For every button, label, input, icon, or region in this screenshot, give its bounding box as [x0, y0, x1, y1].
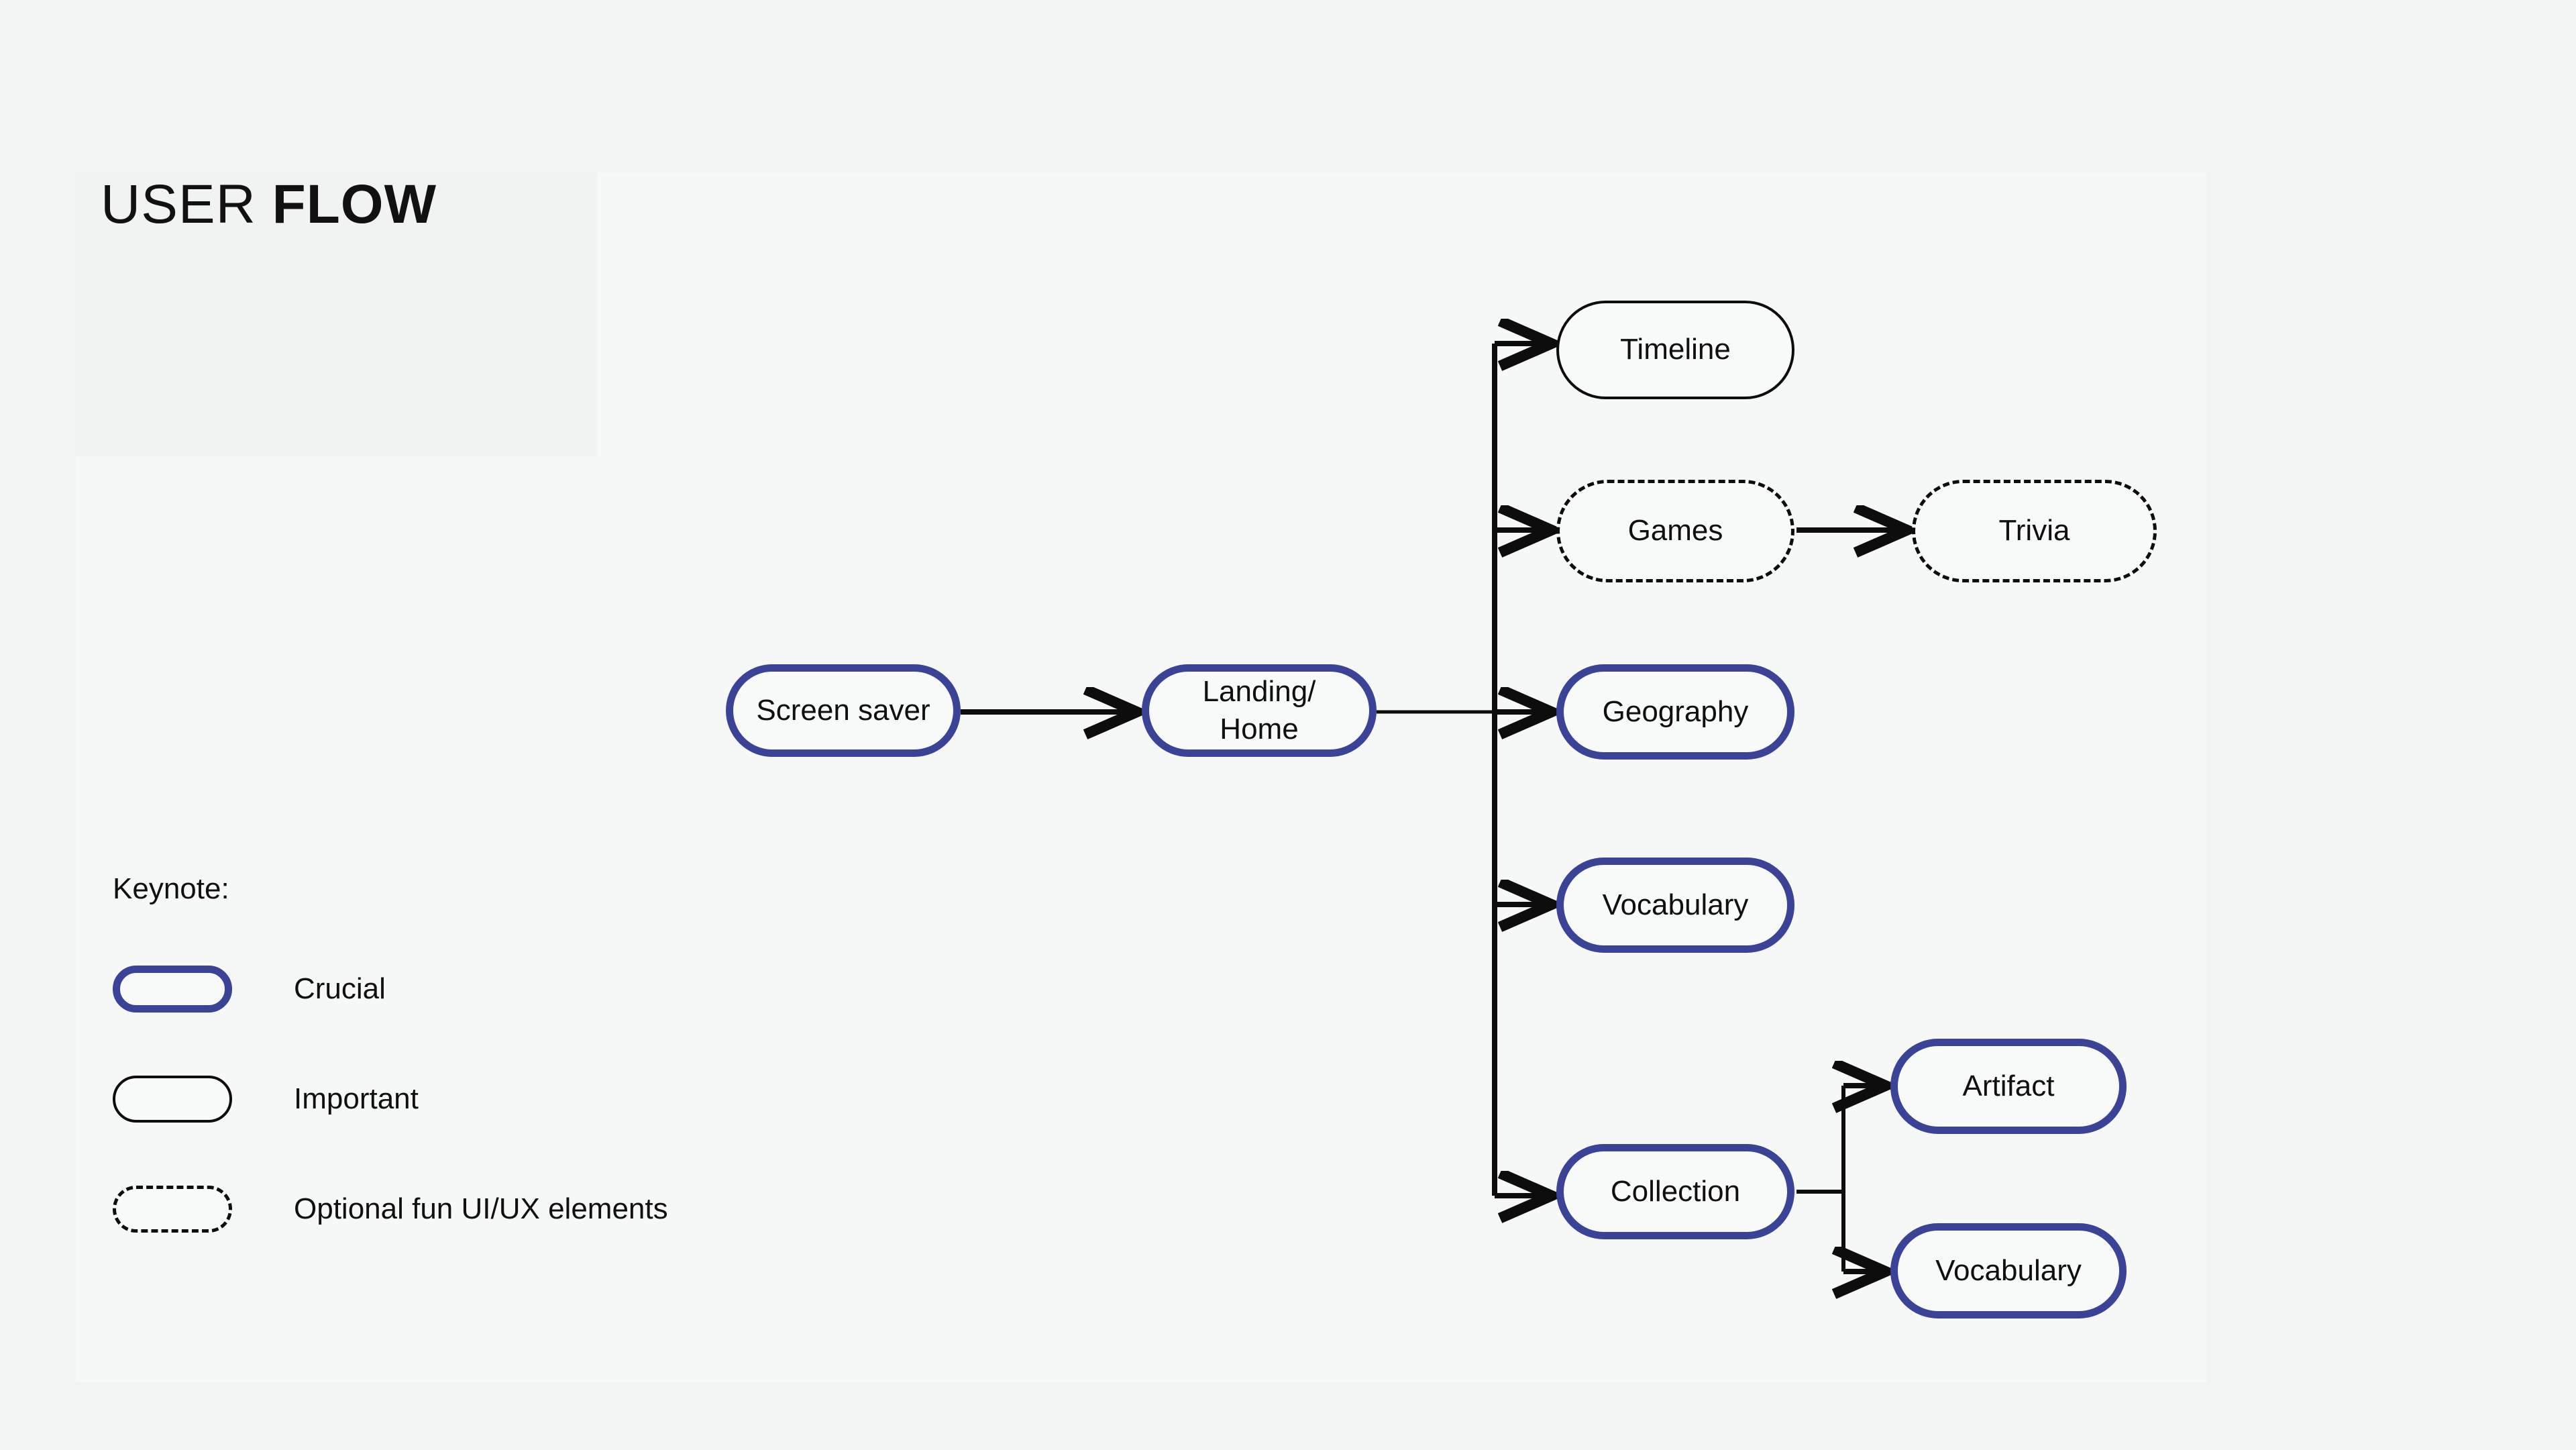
node-games[interactable]: Games	[1556, 480, 1794, 582]
legend-swatch-crucial	[113, 966, 232, 1013]
node-vocabulary[interactable]: Vocabulary	[1556, 858, 1794, 953]
node-collection-vocabulary[interactable]: Vocabulary	[1890, 1223, 2127, 1318]
node-collection[interactable]: Collection	[1556, 1144, 1794, 1239]
legend-label-optional: Optional fun UI/UX elements	[294, 1192, 668, 1225]
node-timeline[interactable]: Timeline	[1556, 301, 1794, 399]
node-screen-saver[interactable]: Screen saver	[726, 664, 961, 757]
title-band	[76, 172, 597, 456]
page-title: USER FLOW	[101, 173, 437, 236]
legend-item-optional: Optional fun UI/UX elements	[113, 1172, 668, 1247]
node-label: Timeline	[1620, 333, 1731, 366]
legend-swatch-important	[113, 1076, 232, 1123]
node-label: Games	[1627, 514, 1723, 548]
legend-label-important: Important	[294, 1082, 419, 1115]
node-label: Trivia	[1998, 514, 2070, 548]
legend-item-crucial: Crucial	[113, 951, 668, 1027]
page-title-light: USER	[101, 174, 256, 235]
legend-swatch-optional	[113, 1186, 232, 1233]
page-title-bold: FLOW	[272, 174, 437, 235]
legend: Keynote: Crucial Important Optional fun …	[113, 872, 668, 1282]
legend-title: Keynote:	[113, 872, 229, 905]
node-label: Geography	[1602, 694, 1749, 728]
node-label: Landing/ Home	[1202, 674, 1316, 745]
node-geography[interactable]: Geography	[1556, 664, 1794, 760]
node-trivia[interactable]: Trivia	[1912, 480, 2157, 582]
node-label: Vocabulary	[1602, 888, 1749, 921]
node-label: Vocabulary	[1935, 1253, 2082, 1287]
node-label: Artifact	[1962, 1069, 2055, 1102]
node-artifact[interactable]: Artifact	[1890, 1039, 2127, 1134]
node-label: Screen saver	[756, 693, 930, 727]
node-label: Collection	[1610, 1174, 1741, 1208]
legend-label-crucial: Crucial	[294, 972, 386, 1005]
node-landing-home[interactable]: Landing/ Home	[1142, 664, 1377, 757]
legend-item-important: Important	[113, 1061, 668, 1137]
